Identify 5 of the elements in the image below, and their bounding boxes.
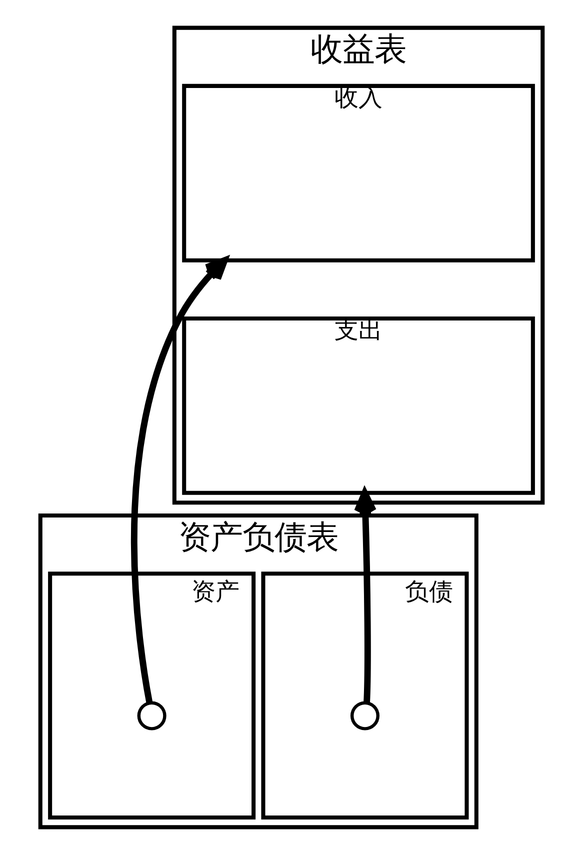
node-box: 支出 — [182, 316, 534, 495]
cluster: 资产 — [48, 572, 256, 820]
arrow — [130, 257, 228, 704]
node-circle — [350, 701, 380, 730]
node-circle — [136, 701, 166, 730]
